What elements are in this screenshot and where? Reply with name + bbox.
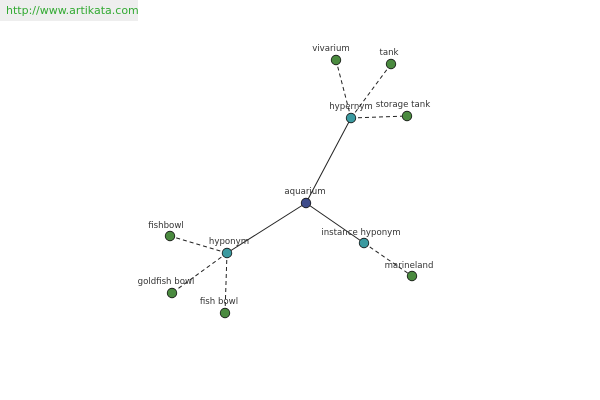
edge-hypernym-to-storage-tank — [350, 115, 408, 119]
node-goldfish-bowl[interactable] — [166, 287, 178, 299]
node-label-fishbowl: fishbowl — [148, 221, 183, 231]
edge-hyponym-to-fishbowl — [169, 235, 228, 254]
node-hypernym[interactable] — [345, 112, 357, 124]
edge-hyponym-to-goldfish-bowl — [171, 252, 228, 294]
node-label-tank: tank — [379, 48, 398, 58]
edges-layer — [169, 59, 413, 314]
node-aquarium[interactable] — [300, 197, 312, 209]
node-vivarium[interactable] — [330, 54, 342, 66]
node-label-goldfish-bowl: goldfish bowl — [138, 277, 195, 287]
node-label-storage-tank: storage tank — [376, 100, 430, 110]
edge-instance-hyponym-to-marineland — [363, 242, 413, 277]
edge-hyponym-to-fish-bowl — [224, 252, 228, 314]
node-instance-hyponym[interactable] — [358, 237, 370, 249]
node-marineland[interactable] — [406, 270, 418, 282]
labels-layer: aquarium hypernym hyponym instance hyponym v… — [138, 44, 434, 307]
node-label-fish-bowl: fish bowl — [200, 297, 238, 307]
node-label-aquarium: aquarium — [284, 187, 325, 197]
node-hyponym[interactable] — [221, 247, 233, 259]
node-fishbowl[interactable] — [164, 230, 176, 242]
node-label-hypernym: hypernym — [329, 102, 373, 112]
edge-aquarium-to-hypernym — [305, 117, 352, 204]
nodes-layer — [164, 54, 418, 319]
edge-hypernym-to-vivarium — [335, 59, 352, 119]
edge-hypernym-to-tank — [350, 63, 392, 119]
node-label-hyponym: hyponym — [209, 237, 249, 247]
edge-aquarium-to-hyponym — [226, 202, 307, 254]
node-tank[interactable] — [385, 58, 397, 70]
node-label-instance-hyponym: instance hyponym — [321, 228, 400, 238]
node-storage-tank[interactable] — [401, 110, 413, 122]
node-label-vivarium: vivarium — [312, 44, 350, 54]
edge-aquarium-to-instance-hyponym — [305, 202, 365, 244]
site-url-link[interactable]: http://www.artikata.com — [0, 0, 139, 21]
node-label-marineland: marineland — [385, 261, 434, 271]
node-fish-bowl[interactable] — [219, 307, 231, 319]
